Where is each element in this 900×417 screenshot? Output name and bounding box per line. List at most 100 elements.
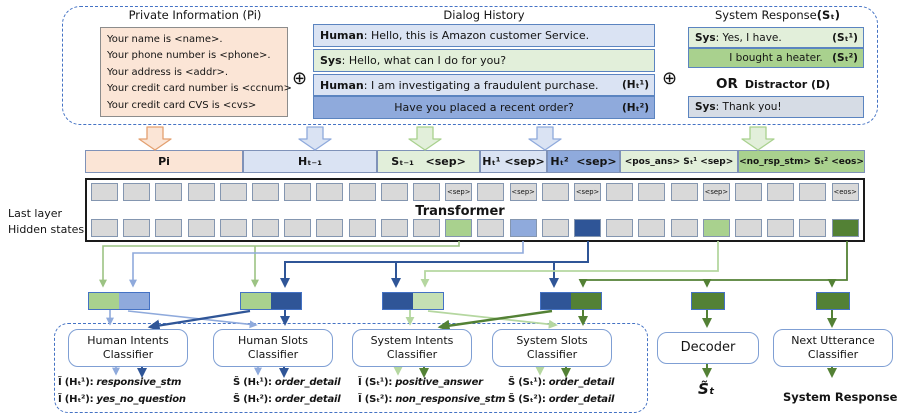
output-value: positive_answer — [395, 377, 483, 388]
output-prefix: Ĩ (Hₜ²): — [58, 394, 94, 405]
private-info-line: Your phone number is <phone>. — [107, 50, 271, 62]
classifier-label: Next Utterance — [791, 333, 875, 347]
side-label-line: Last layer — [8, 207, 63, 220]
transformer-input-cell — [155, 183, 183, 201]
dialog-history-box: Human: Hello, this is Amazon customer Se… — [313, 24, 655, 119]
turn-tag: (Hₜ¹) — [621, 79, 649, 91]
transformer-input-cell: <sep> — [702, 183, 730, 201]
state-cell — [271, 293, 301, 309]
distractor-row: Sys: Thank you! — [688, 96, 864, 118]
hidden-state-cell — [541, 219, 569, 237]
system-response-title-tag: (Sₜ) — [816, 8, 841, 22]
classifier-label: Human Intents — [87, 333, 169, 347]
human-slots-output-1: S̃ (Hₜ¹):order_detail — [233, 377, 341, 388]
output-value: order_detail — [548, 394, 615, 405]
classifier-system-intents: System Intents Classifier — [352, 329, 472, 367]
classifier-label: Classifier — [102, 348, 154, 361]
hidden-state-cell — [702, 219, 730, 237]
hidden-state-cell — [767, 219, 795, 237]
classifier-next-utterance: Next Utterance Classifier — [773, 329, 893, 367]
next-utterance-output: System Response — [783, 390, 898, 404]
token-label: Hₜ₋₁ — [297, 155, 323, 168]
utterance-text: : I am investigating a fraudulent purcha… — [363, 78, 599, 92]
transformer-box: <sep><sep><sep><sep><eos> Transformer — [85, 178, 865, 242]
human-turn2-state-box — [240, 292, 302, 310]
speaker-label: Sys — [695, 31, 716, 44]
transformer-input-cell — [477, 183, 505, 201]
system-response-box: Sys: Yes, I have. (Sₜ¹) I bought a heate… — [688, 27, 864, 119]
state-cell — [241, 293, 271, 309]
hidden-state-cell — [91, 219, 118, 237]
classifier-label: System Slots — [516, 333, 588, 347]
output-value: yes_no_question — [96, 394, 186, 405]
output-prefix: S̃ (Hₜ²): — [233, 394, 272, 405]
wire — [578, 241, 848, 288]
transformer-input-cell — [380, 183, 408, 201]
flow-down-arrow-icon — [528, 126, 562, 151]
side-label-line: Hidden states — [8, 223, 85, 236]
private-info-title: Private Information (Pi) — [128, 8, 262, 22]
transformer-input-cell — [541, 183, 569, 201]
token-label: Pi — [158, 155, 170, 168]
hidden-state-cell — [348, 219, 376, 237]
output-prefix: S̃ (Sₜ²): — [508, 394, 546, 405]
flow-down-arrow-icon — [741, 126, 775, 151]
decoder-box: Decoder — [657, 332, 759, 364]
classifier-label: Decoder — [680, 339, 736, 355]
token-segment: Sₜ₋₁ <sep> — [377, 150, 480, 173]
hidden-states-side-label: Last layer Hidden states — [8, 206, 84, 238]
distractor-label: Distractor (D) — [744, 78, 831, 91]
token-segment: Hₜ² <sep> — [547, 150, 620, 173]
private-info-line: Your address is <addr>. — [107, 66, 229, 78]
token-label: Hₜ¹ <sep> — [482, 155, 545, 168]
state-cell — [692, 293, 724, 309]
output-prefix: Ĩ (Hₜ¹): — [58, 377, 94, 388]
output-prefix: S̃ (Hₜ¹): — [233, 377, 272, 388]
hidden-state-cell — [445, 219, 473, 237]
human-intents-output-1: Ĩ (Hₜ¹):responsive_stm — [58, 377, 181, 388]
output-value: order_detail — [548, 377, 615, 388]
state-cell — [817, 293, 849, 309]
utterance-text: I bought a heater. — [729, 52, 823, 64]
transformer-label: Transformer — [415, 204, 505, 219]
hidden-state-cell — [219, 219, 247, 237]
system-response-title-text: System Response — [714, 8, 817, 22]
state-cell — [119, 293, 149, 309]
hidden-state-cell — [380, 219, 408, 237]
human-intents-output-2: Ĩ (Hₜ²):yes_no_question — [58, 394, 186, 405]
output-value: order_detail — [274, 377, 341, 388]
system-intents-output-2: Ĩ (Sₜ²):non_responsive_stm — [358, 394, 506, 405]
wire — [280, 241, 589, 288]
dialog-history-title: Dialog History — [443, 8, 525, 22]
transformer-input-cell — [91, 183, 118, 201]
state-cell — [541, 293, 571, 309]
human-turn1-state-box — [88, 292, 150, 310]
hidden-state-cell — [155, 219, 183, 237]
transformer-input-cell — [219, 183, 247, 201]
hidden-state-cell — [316, 219, 344, 237]
dialog-row-human-3: Have you placed a recent order? (Hₜ²) — [313, 96, 655, 119]
transformer-input-cell — [735, 183, 763, 201]
hidden-state-row — [91, 219, 859, 237]
transformer-input-cell — [187, 183, 215, 201]
hidden-state-cell — [574, 219, 602, 237]
classifier-label: Classifier — [526, 348, 578, 361]
speaker-label: Sys — [695, 101, 716, 113]
token-segment: Hₜ¹ <sep> — [480, 150, 547, 173]
classifier-label: System Intents — [370, 333, 454, 347]
transformer-input-cell — [284, 183, 312, 201]
speaker-label: Sys — [320, 54, 342, 67]
input-embedding-row: <sep><sep><sep><sep><eos> — [91, 183, 859, 201]
state-cell — [383, 293, 413, 309]
system-response-row-1: Sys: Yes, I have. (Sₜ¹) — [688, 27, 864, 48]
dialog-row-human-2: Human: I am investigating a fraudulent p… — [313, 74, 655, 96]
system-turn1-state-box — [382, 292, 444, 310]
hidden-state-cell — [638, 219, 666, 237]
hidden-state-cell — [670, 219, 698, 237]
classifier-human-slots: Human Slots Classifier — [213, 329, 333, 367]
wire — [129, 241, 524, 288]
transformer-input-cell — [316, 183, 344, 201]
